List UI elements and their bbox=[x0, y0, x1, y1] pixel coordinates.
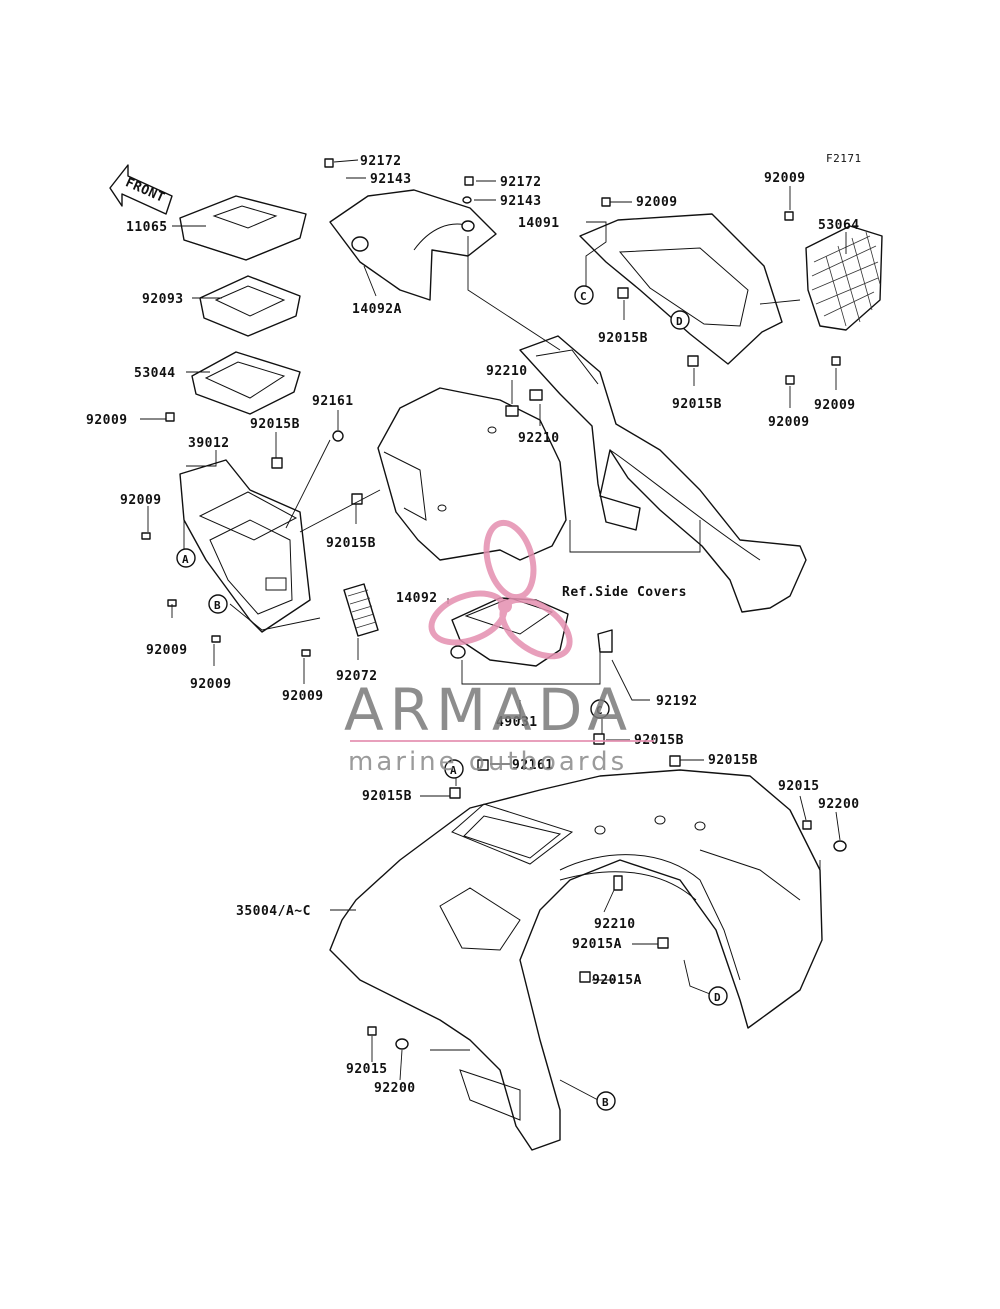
label-92015A: 92015A bbox=[592, 973, 642, 988]
label-92015B: 92015B bbox=[326, 536, 376, 551]
callout-B-upper: B bbox=[208, 594, 228, 614]
label-92093: 92093 bbox=[142, 292, 184, 307]
label-92015: 92015 bbox=[778, 779, 820, 794]
duct-39012 bbox=[179, 459, 311, 633]
label-14091: 14091 bbox=[518, 216, 560, 231]
label-92172: 92172 bbox=[360, 154, 402, 169]
label-92009: 92009 bbox=[282, 689, 324, 704]
label-92015A: 92015A bbox=[572, 937, 622, 952]
front-cover-14092A bbox=[324, 158, 497, 301]
label-92009: 92009 bbox=[768, 415, 810, 430]
label-53044: 53044 bbox=[134, 366, 176, 381]
seal-53044 bbox=[191, 351, 301, 415]
svg-text:D: D bbox=[714, 991, 721, 1004]
label-92009: 92009 bbox=[190, 677, 232, 692]
right-side-cover-ref bbox=[505, 335, 807, 613]
seal-92093 bbox=[199, 275, 301, 337]
label-92009: 92009 bbox=[120, 493, 162, 508]
label-92015B: 92015B bbox=[672, 397, 722, 412]
label-53064: 53064 bbox=[818, 218, 860, 233]
label-49031: 49031 bbox=[496, 715, 538, 730]
svg-text:D: D bbox=[676, 315, 683, 328]
label-39012: 39012 bbox=[188, 436, 230, 451]
label-92009: 92009 bbox=[636, 195, 678, 210]
label-11065: 11065 bbox=[126, 220, 168, 235]
label-92009: 92009 bbox=[814, 398, 856, 413]
label-92009: 92009 bbox=[86, 413, 128, 428]
air-duct-cover-11065 bbox=[179, 195, 307, 261]
label-35004: 35004/A~C bbox=[236, 904, 311, 919]
callout-B-lower: B bbox=[596, 1091, 616, 1111]
left-side-cover-ref bbox=[377, 387, 567, 561]
svg-text:C: C bbox=[596, 704, 603, 717]
label-92172: 92172 bbox=[500, 175, 542, 190]
svg-text:B: B bbox=[602, 1096, 609, 1109]
watermark-title: ARMADA bbox=[344, 676, 633, 744]
label-92072: 92072 bbox=[336, 669, 378, 684]
propeller-logo-icon bbox=[428, 519, 573, 660]
label-92015B: 92015B bbox=[634, 733, 684, 748]
callout-A-upper: A bbox=[176, 548, 196, 568]
label-92210: 92210 bbox=[594, 917, 636, 932]
label-92143: 92143 bbox=[500, 194, 542, 209]
rear-fender-35004 bbox=[329, 769, 847, 1151]
label-92210: 92210 bbox=[486, 364, 528, 379]
svg-text:A: A bbox=[450, 764, 457, 777]
label-92009: 92009 bbox=[764, 171, 806, 186]
label-92210: 92210 bbox=[518, 431, 560, 446]
intake-grille-92072 bbox=[343, 583, 379, 637]
callout-circles: A B C D A B C D bbox=[176, 285, 728, 1111]
callout-D-upper: D bbox=[670, 310, 690, 330]
label-92015B: 92015B bbox=[362, 789, 412, 804]
svg-text:C: C bbox=[580, 290, 587, 303]
label-92015B: 92015B bbox=[598, 331, 648, 346]
label-92200: 92200 bbox=[374, 1081, 416, 1096]
label-92015: 92015 bbox=[346, 1062, 388, 1077]
label-92161: 92161 bbox=[312, 394, 354, 409]
label-14092A: 14092A bbox=[352, 302, 402, 317]
part-labels: 92172 92143 92172 92143 11065 92093 5304… bbox=[86, 154, 860, 1096]
watermark-subtitle: marine outboards bbox=[348, 747, 627, 777]
figure-code: F2171 bbox=[826, 152, 862, 165]
svg-text:A: A bbox=[182, 553, 189, 566]
callout-C-upper: C bbox=[574, 285, 594, 305]
label-92192: 92192 bbox=[656, 694, 698, 709]
svg-text:B: B bbox=[214, 599, 221, 612]
label-14092: 14092 bbox=[396, 591, 438, 606]
label-92015B: 92015B bbox=[708, 753, 758, 768]
front-arrow-icon: FRONT bbox=[109, 164, 173, 215]
label-92143: 92143 bbox=[370, 172, 412, 187]
label-92161: 92161 bbox=[512, 758, 554, 773]
ref-side-covers-label: Ref.Side Covers bbox=[562, 585, 687, 600]
callout-C-lower: C bbox=[590, 699, 610, 719]
callout-A-lower: A bbox=[444, 759, 464, 779]
label-92200: 92200 bbox=[818, 797, 860, 812]
armada-watermark: ARMADA marine outboards bbox=[344, 519, 654, 777]
callout-D-lower: D bbox=[708, 986, 728, 1006]
label-92009: 92009 bbox=[146, 643, 188, 658]
rear-cover-14091 bbox=[579, 197, 841, 385]
label-92015B: 92015B bbox=[250, 417, 300, 432]
grille-53064 bbox=[805, 225, 883, 331]
